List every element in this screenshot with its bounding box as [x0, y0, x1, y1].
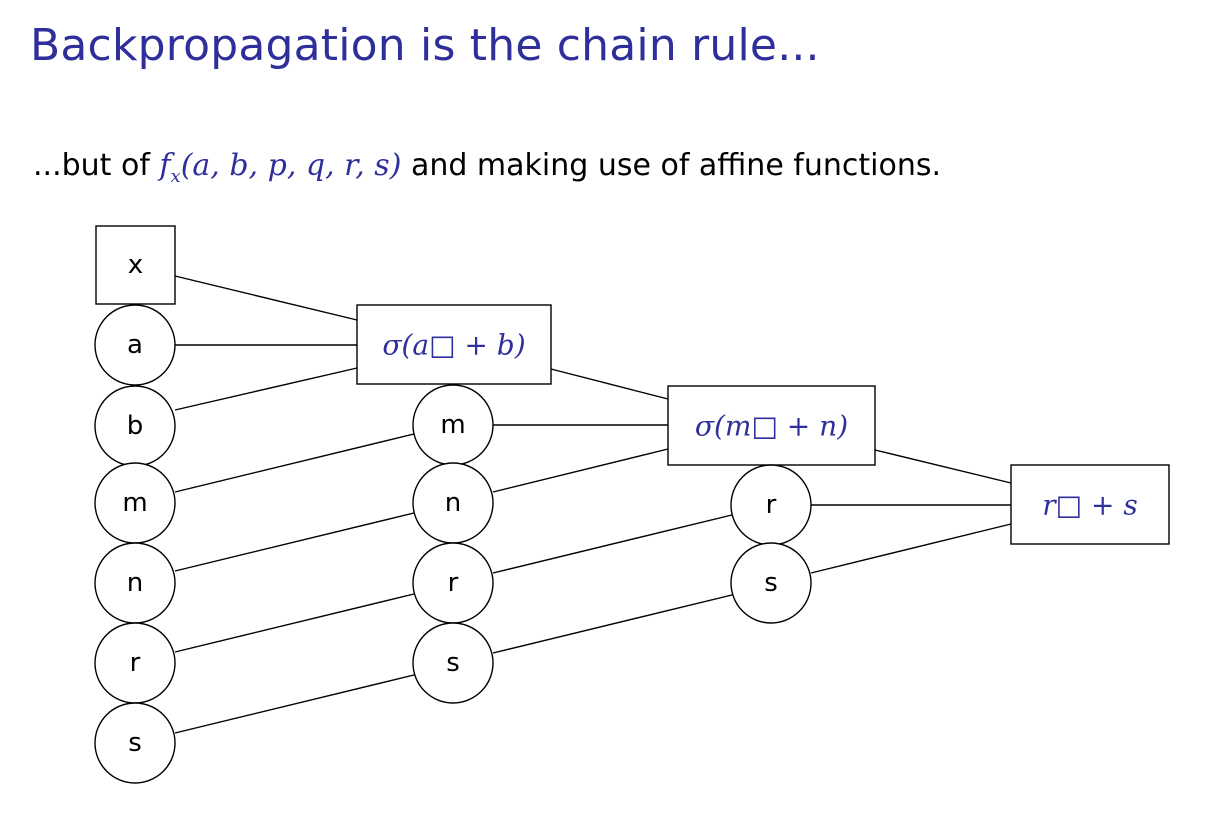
- edge-s1-to-s2: [174, 673, 419, 734]
- input-column: x a b m n r s: [94, 225, 176, 784]
- edge-box1-to-box2: [550, 368, 669, 400]
- edge-box2-to-box3: [874, 449, 1012, 484]
- col3-node-r-label: r: [766, 490, 777, 520]
- col1-node-r-label: r: [130, 648, 141, 678]
- col2-node-s-label: s: [446, 648, 460, 678]
- edge-m1-to-m2: [174, 432, 419, 493]
- affine-box-2-label: σ(m□ + n): [695, 410, 848, 443]
- edge-r2-to-r3: [492, 513, 737, 574]
- affine-box-2-frame: [667, 385, 876, 466]
- col2-node-s: [412, 622, 494, 704]
- subtitle-func: f: [159, 148, 171, 183]
- edge-n2-to-box2: [492, 448, 669, 493]
- subtitle: ...but of fx(a, b, p, q, r, s) and makin…: [33, 148, 941, 187]
- edge-n1-to-n2: [174, 511, 419, 572]
- affine-box-1-label: σ(a□ + b): [382, 329, 525, 362]
- input-box-x-label: x: [128, 250, 143, 280]
- col1-node-s-label: s: [128, 728, 142, 758]
- col3-node-s: [730, 542, 812, 624]
- col1-node-a-label: a: [127, 330, 143, 360]
- subtitle-args: (a, b, p, q, r, s): [180, 148, 402, 183]
- affine-box-3: r□ + s: [1010, 464, 1170, 545]
- subtitle-suffix: and making use of affine functions.: [401, 148, 942, 183]
- col2-node-r-label: r: [448, 568, 459, 598]
- col1-node-b-label: b: [127, 411, 144, 441]
- affine-box-2: σ(m□ + n): [667, 385, 876, 466]
- col2-node-m-label: m: [440, 410, 465, 440]
- subtitle-math: fx(a, b, p, q, r, s): [159, 148, 402, 187]
- col2-node-n-label: n: [445, 488, 461, 518]
- affine-box-3-frame: [1010, 464, 1170, 545]
- affine-box-1: σ(a□ + b): [356, 304, 552, 385]
- slide-title: Backpropagation is the chain rule...: [30, 20, 820, 71]
- col1-node-a: [94, 304, 176, 386]
- right-column: r s: [730, 464, 812, 624]
- subtitle-func-sub: x: [170, 166, 181, 187]
- col1-node-m-label: m: [122, 488, 147, 518]
- middle-column: m n r s: [412, 384, 494, 704]
- affine-box-3-label: r□ + s: [1042, 489, 1137, 522]
- edge-s3-to-box3: [810, 523, 1012, 574]
- diagram-edges: [174, 275, 1012, 734]
- input-box-x: [95, 225, 176, 305]
- edge-r1-to-r2: [174, 592, 419, 653]
- col1-node-s: [94, 702, 176, 784]
- subtitle-prefix: ...but of: [33, 148, 160, 183]
- col1-node-n-label: n: [127, 568, 143, 598]
- affine-box-1-frame: [356, 304, 552, 385]
- edge-b-to-box1: [174, 367, 358, 411]
- col3-node-s-label: s: [764, 568, 778, 598]
- edge-s2-to-s3: [492, 593, 737, 654]
- edge-x-to-box1: [174, 275, 358, 321]
